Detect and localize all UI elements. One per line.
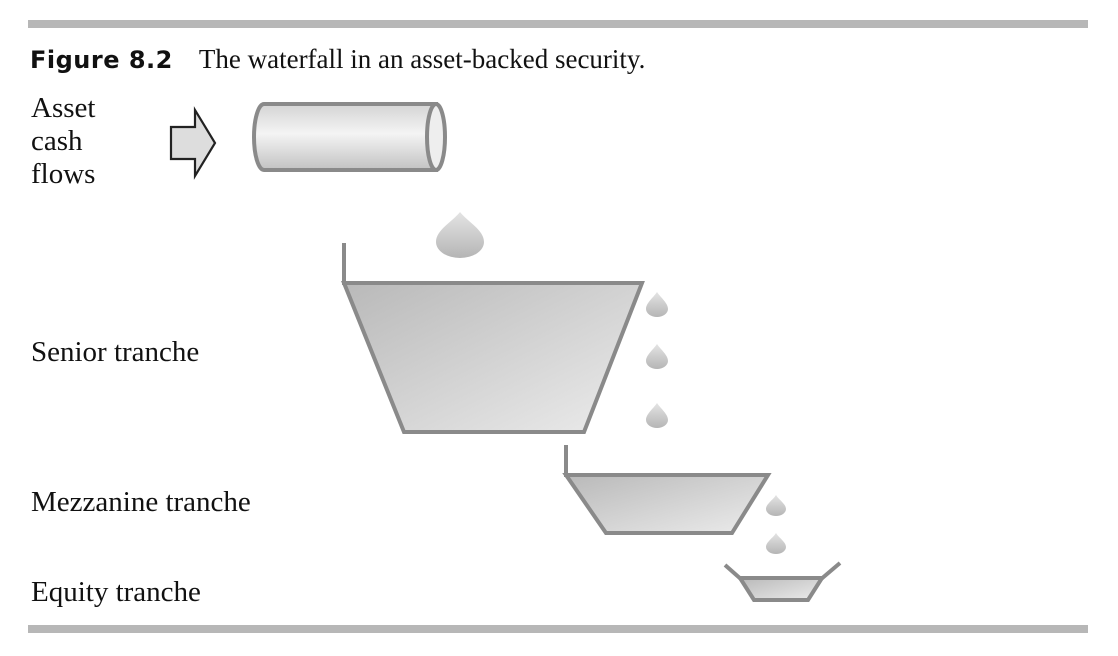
figure-caption: Figure 8.2 The waterfall in an asset-back… xyxy=(30,44,645,75)
equity-tranche-bucket xyxy=(723,561,842,602)
asset-label-line-2: cash xyxy=(31,125,83,157)
overflow-drop-4 xyxy=(766,495,786,516)
cash-flow-pipe xyxy=(252,102,447,172)
overflow-drop-2 xyxy=(646,344,668,369)
asset-label-line-3: flows xyxy=(31,158,96,190)
cash-drop-large xyxy=(436,212,484,258)
input-arrow-icon xyxy=(169,106,217,180)
mezzanine-tranche-label: Mezzanine tranche xyxy=(31,486,251,518)
senior-tranche-label: Senior tranche xyxy=(31,336,200,368)
senior-tranche-bucket xyxy=(341,243,645,434)
equity-tranche-label: Equity tranche xyxy=(31,576,201,608)
top-rule xyxy=(28,20,1088,28)
overflow-drop-1 xyxy=(646,292,668,317)
asset-cash-flows-label: Asset cash flows xyxy=(31,92,95,191)
figure-title: The waterfall in an asset-backed securit… xyxy=(198,44,646,74)
overflow-drop-3 xyxy=(646,403,668,428)
overflow-drop-5 xyxy=(766,533,786,554)
asset-label-line-1: Asset xyxy=(31,92,96,124)
figure-label: Figure 8.2 xyxy=(30,46,173,74)
bottom-rule xyxy=(28,625,1088,633)
mezzanine-tranche-bucket xyxy=(562,445,772,535)
